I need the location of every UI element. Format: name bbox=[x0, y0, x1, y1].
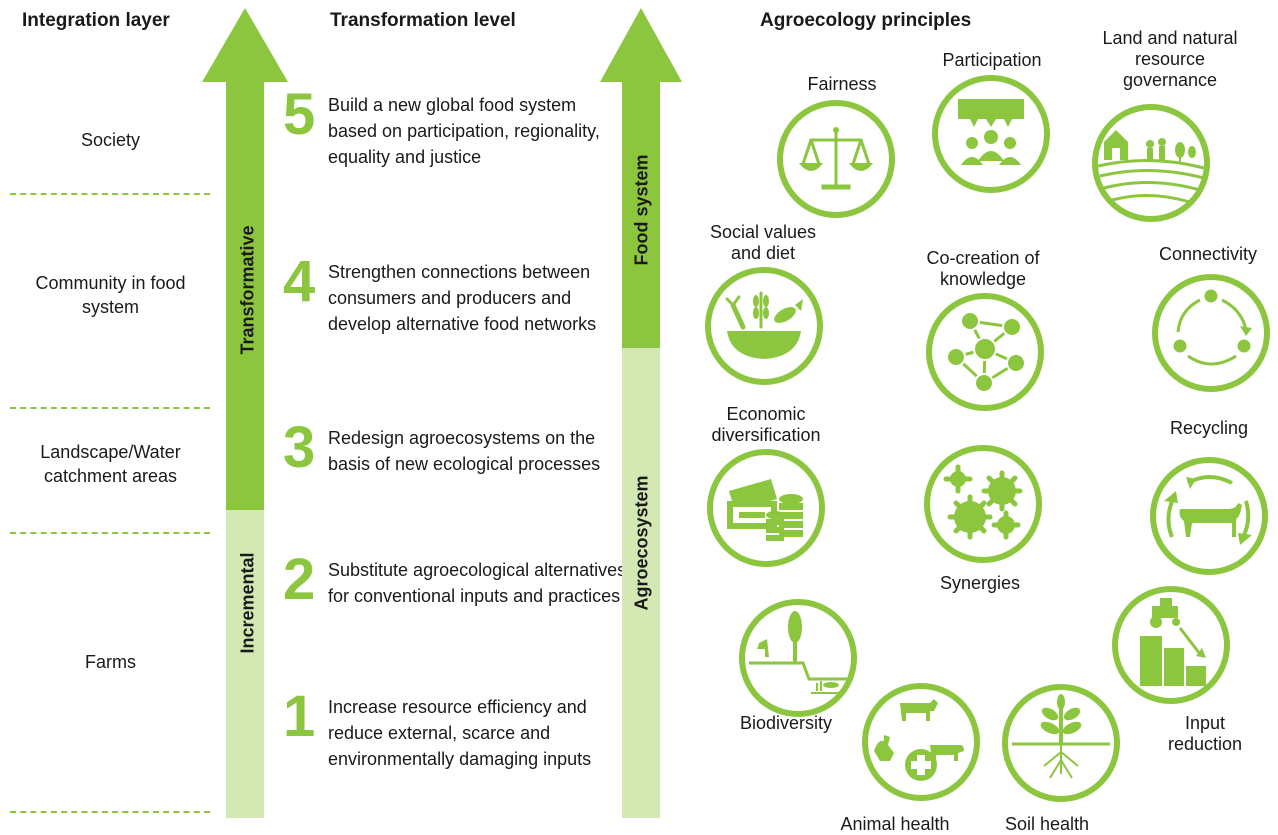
level-number: 3 bbox=[283, 415, 316, 480]
land-governance-label: Land and natural resource governance bbox=[1102, 28, 1238, 90]
transformative-label: Transformative bbox=[237, 225, 258, 355]
level-number: 4 bbox=[283, 249, 316, 314]
land-governance-icon bbox=[1092, 104, 1210, 222]
animal-health-label: Animal health bbox=[840, 814, 950, 834]
social-values-label: Social values and diet bbox=[709, 222, 817, 263]
economic-diversification-icon bbox=[707, 449, 825, 567]
connectivity-label: Connectivity bbox=[1158, 244, 1258, 264]
input-reduction-icon bbox=[1112, 586, 1230, 704]
level-text: Redesign agroecosystems on the basis of … bbox=[328, 428, 601, 474]
layer-farms: Farms bbox=[85, 652, 136, 672]
level-text: Strengthen connections between consumers… bbox=[328, 262, 597, 334]
integration-layer-header: Integration layer bbox=[22, 10, 170, 31]
biodiversity-icon bbox=[739, 599, 857, 717]
biodiversity-label: Biodiversity bbox=[739, 713, 833, 733]
participation-icon bbox=[932, 75, 1050, 193]
level-text: Increase resource efficiency and reduce … bbox=[328, 697, 592, 769]
level-number: 2 bbox=[283, 547, 316, 612]
co-creation-label: Co-creation of knowledge bbox=[926, 248, 1040, 289]
soil-health-label: Soil health bbox=[1004, 814, 1090, 834]
agroecosystem-label: Agroecosystem bbox=[631, 475, 652, 611]
layer-community: Community in food system bbox=[35, 273, 186, 317]
level-number: 5 bbox=[283, 82, 316, 147]
layer-society: Society bbox=[80, 130, 141, 150]
soil-health-icon bbox=[1002, 684, 1120, 802]
system-arrow bbox=[600, 8, 682, 818]
layer-landscape: Landscape/Water catchment areas bbox=[40, 442, 181, 486]
incremental-label: Incremental bbox=[237, 552, 258, 654]
layer-divider bbox=[10, 193, 210, 195]
transformation-arrow bbox=[202, 8, 288, 818]
synergies-icon bbox=[924, 445, 1042, 563]
recycling-icon bbox=[1150, 457, 1268, 575]
level-number: 1 bbox=[283, 684, 316, 749]
social-values-icon bbox=[705, 267, 823, 385]
layer-divider bbox=[10, 532, 210, 534]
participation-label: Participation bbox=[942, 50, 1042, 70]
agroecology-principles-header: Agroecology principles bbox=[760, 10, 972, 31]
input-reduction-label: Input reduction bbox=[1167, 713, 1243, 754]
economic-diversification-label: Economic diversification bbox=[711, 404, 821, 445]
level-text: Substitute agroecological alternatives f… bbox=[328, 560, 627, 606]
fairness-label: Fairness bbox=[807, 74, 877, 94]
food-system-label: Food system bbox=[631, 154, 652, 266]
fairness-icon bbox=[777, 100, 895, 218]
synergies-label: Synergies bbox=[939, 573, 1021, 593]
connectivity-icon bbox=[1152, 274, 1270, 392]
animal-health-icon bbox=[862, 683, 980, 801]
recycling-label: Recycling bbox=[1169, 418, 1249, 438]
layer-divider bbox=[10, 407, 210, 409]
level-text: Build a new global food system based on … bbox=[328, 95, 600, 167]
co-creation-icon bbox=[926, 293, 1044, 411]
transformation-level-header: Transformation level bbox=[330, 10, 516, 31]
layer-divider bbox=[10, 811, 210, 813]
